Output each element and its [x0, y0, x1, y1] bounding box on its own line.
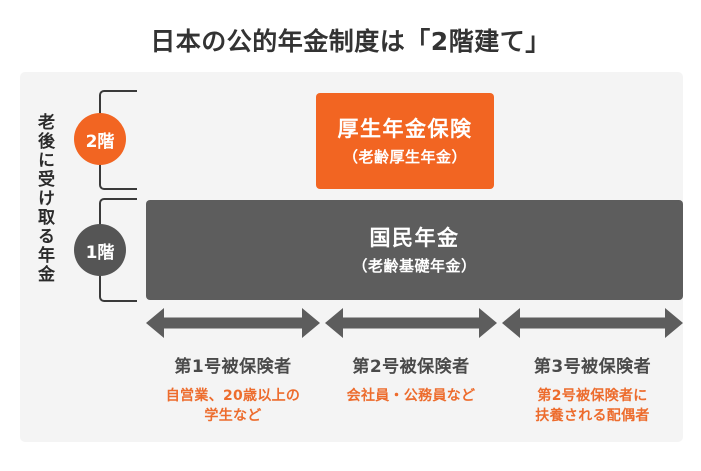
- segment-3-desc-line1: 第2号被保険者に: [537, 388, 648, 404]
- double-arrow-icon: [325, 308, 497, 338]
- double-arrow-icon: [502, 308, 683, 338]
- segment-1-desc: 自営業、20歳以上の 学生など: [166, 386, 300, 427]
- segment-1-desc-line1: 自営業、20歳以上の: [165, 388, 301, 404]
- segment-1-title: 第1号被保険者: [174, 357, 292, 377]
- vertical-axis-label: 老後に受け取る年金: [34, 112, 54, 284]
- floor-badge-tier1: 1階: [74, 224, 126, 276]
- segment-2-title: 第2号被保険者: [352, 357, 470, 377]
- block-kokumin-nenkin: 国民年金 （老齢基礎年金）: [146, 200, 683, 300]
- segment-1-desc-line2: 学生など: [204, 408, 262, 425]
- page-title: 日本の公的年金制度は「2階建て」: [150, 27, 551, 56]
- block-kokumin-subtitle: （老齢基礎年金）: [352, 256, 477, 275]
- block-kosei-subtitle: （老齢厚生年金）: [342, 147, 467, 166]
- segment-group-3: 第3号被保険者 第2号被保険者に 扶養される配偶者: [502, 308, 683, 427]
- segment-3-title: 第3号被保険者: [533, 357, 652, 377]
- double-arrow-icon: [146, 308, 320, 338]
- segment-group-1: 第1号被保険者 自営業、20歳以上の 学生など: [146, 308, 320, 427]
- segment-3-desc-line2: 扶養される配偶者: [535, 408, 650, 425]
- block-kosei-nenkin-hoken: 厚生年金保険 （老齢厚生年金）: [316, 93, 494, 189]
- block-kokumin-title: 国民年金: [369, 226, 460, 251]
- floor-badge-tier2: 2階: [74, 113, 126, 165]
- segment-2-desc-line1: 会社員・公務員など: [346, 388, 476, 404]
- segment-group-2: 第2号被保険者 会社員・公務員など: [325, 308, 497, 406]
- segment-2-desc: 会社員・公務員など: [347, 386, 476, 406]
- block-kosei-title: 厚生年金保険: [337, 117, 473, 142]
- segment-3-desc: 第2号被保険者に 扶養される配偶者: [535, 386, 649, 427]
